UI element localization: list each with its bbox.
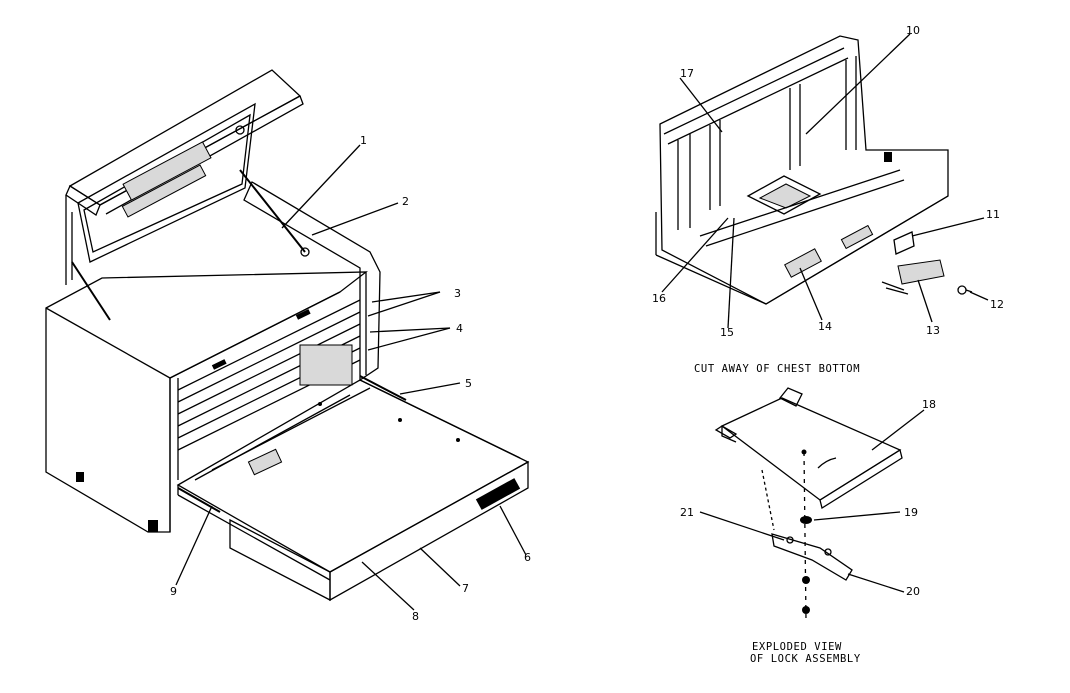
- chest-leader-lines: [175, 144, 527, 611]
- callout-15: 15: [720, 326, 734, 339]
- callout-21: 21: [680, 506, 694, 519]
- callout-11: 11: [986, 208, 1000, 221]
- callout-1: 1: [360, 134, 367, 147]
- callout-6: 6: [524, 551, 531, 564]
- chest-bottom-cutaway: [655, 33, 989, 329]
- open-drawer: [176, 375, 530, 602]
- callout-13: 13: [926, 324, 940, 337]
- callout-14: 14: [818, 320, 832, 333]
- caption-lock-line1: EXPLODED VIEW: [752, 641, 842, 653]
- callout-19: 19: [904, 506, 918, 519]
- callout-2: 2: [402, 195, 409, 208]
- caption-lock-line2: OF LOCK ASSEMBLY: [750, 653, 861, 665]
- callout-16: 16: [652, 292, 666, 305]
- callout-17: 17: [680, 67, 694, 80]
- callout-20: 20: [906, 585, 920, 598]
- lock-assembly: [699, 387, 925, 621]
- callout-3: 3: [454, 287, 461, 300]
- callout-4: 4: [456, 322, 463, 335]
- caption-chest-bottom: CUT AWAY OF CHEST BOTTOM: [694, 363, 860, 375]
- callout-12: 12: [990, 298, 1004, 311]
- callout-9: 9: [170, 585, 177, 598]
- tool-chest-drawing: [45, 69, 530, 611]
- callout-10: 10: [906, 24, 920, 37]
- callout-8: 8: [412, 610, 419, 623]
- chest-lid: [65, 69, 304, 285]
- callout-5: 5: [465, 377, 472, 390]
- chest-body: [45, 181, 381, 533]
- callout-18: 18: [922, 398, 936, 411]
- callout-7: 7: [462, 582, 469, 595]
